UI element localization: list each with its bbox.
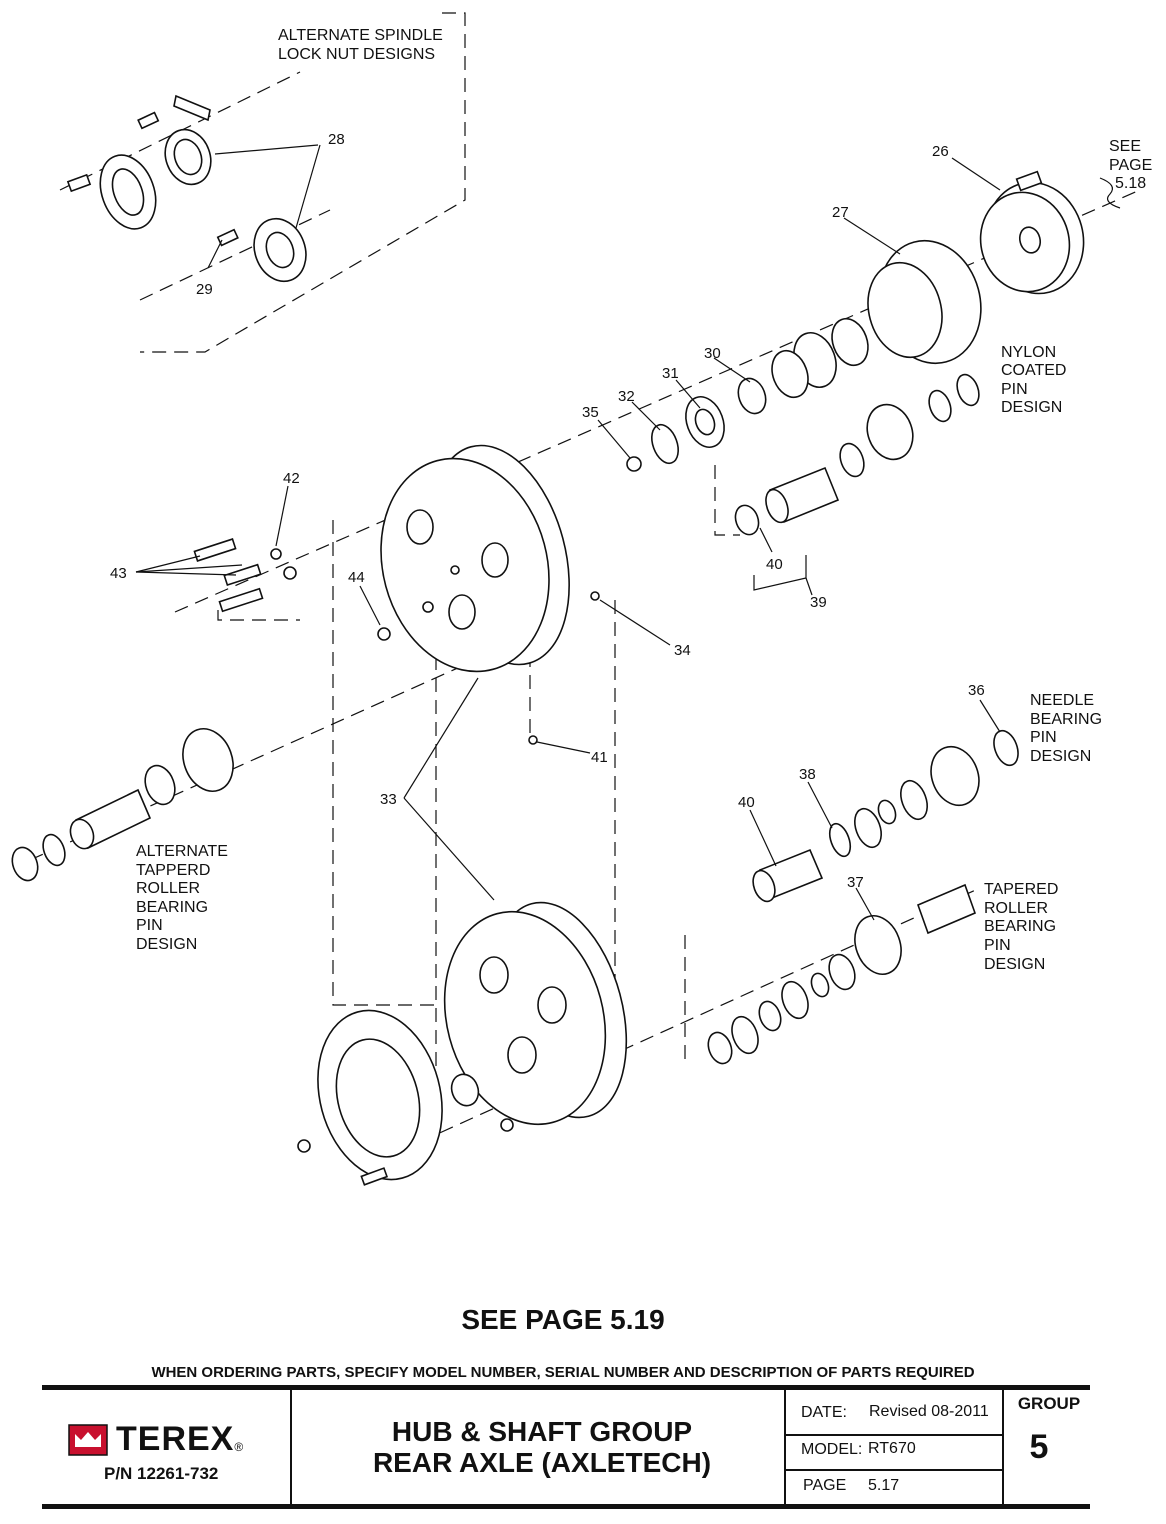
alt-spindle-parts (59, 71, 331, 301)
callout-29: 29 (196, 281, 213, 298)
note-see-page-2: PAGE (1109, 157, 1152, 174)
note-nylon-1: NYLON (1001, 344, 1056, 361)
part-27-ring-gear (867, 239, 982, 365)
part-number: P/N 12261-732 (104, 1464, 219, 1483)
divider (1002, 1390, 1004, 1504)
title-block-bottom-rule (42, 1504, 1090, 1509)
diagram-notes: ALTERNATE SPINDLE LOCK NUT DESIGNS SEE P… (136, 27, 1152, 973)
alt-tapered-pin-design (11, 728, 234, 882)
note-tapered-1: TAPERED (984, 881, 1058, 898)
note-see-page-3: 5.18 (1115, 175, 1146, 192)
note-tapered-4: PIN (984, 937, 1011, 954)
note-nylon-3: PIN (1001, 381, 1028, 398)
note-needle-2: BEARING (1030, 711, 1102, 728)
note-nylon-4: DESIGN (1001, 399, 1062, 416)
callout-44: 44 (348, 569, 365, 586)
model-label: MODEL: (801, 1441, 863, 1458)
part-31-gear (685, 396, 725, 448)
part-32-snap-ring (651, 423, 679, 465)
callout-40a: 40 (766, 556, 783, 573)
crown-logo-icon (68, 1423, 108, 1456)
callout-numbers: 26 27 28 29 30 31 32 35 42 43 44 40 39 3… (110, 131, 985, 891)
title-line-1: HUB & SHAFT GROUP (391, 1416, 693, 1447)
exploded-parts-diagram: 26 27 28 29 30 31 32 35 42 43 44 40 39 3… (11, 12, 1152, 1186)
ordering-note: WHEN ORDERING PARTS, SPECIFY MODEL NUMBE… (151, 1364, 975, 1381)
note-needle-4: DESIGN (1030, 748, 1091, 765)
callout-36: 36 (968, 682, 985, 699)
part-35-plug (626, 456, 642, 472)
page-label: PAGE (803, 1477, 847, 1494)
note-nylon-2: COATED (1001, 362, 1066, 379)
title-block-top-rule (42, 1385, 1090, 1390)
needle-pin-design (752, 729, 1019, 903)
callout-31: 31 (662, 365, 679, 382)
note-alt-tapered-5: PIN (136, 917, 163, 934)
page-value: 5.17 (868, 1477, 900, 1494)
note-tapered-3: BEARING (984, 918, 1056, 935)
note-alt-tapered-4: BEARING (136, 899, 208, 916)
callout-33: 33 (380, 791, 397, 808)
callout-42: 42 (283, 470, 300, 487)
callout-28: 28 (328, 131, 345, 148)
part-33-hub-upper (380, 444, 570, 673)
note-alt-tapered-1: ALTERNATE (136, 843, 228, 860)
part-44-nut (377, 601, 434, 641)
note-tapered-5: DESIGN (984, 956, 1045, 973)
note-alt-tapered-6: DESIGN (136, 936, 197, 953)
note-alt-spindle-1: ALTERNATE SPINDLE (278, 27, 443, 44)
callout-35: 35 (582, 404, 599, 421)
callout-30: 30 (704, 345, 721, 362)
brand-name: TEREX (116, 1420, 235, 1458)
callout-27: 27 (832, 204, 849, 221)
nylon-pin-design (734, 373, 980, 536)
date-label: DATE: (801, 1404, 847, 1421)
note-needle-3: PIN (1030, 729, 1057, 746)
callout-43: 43 (110, 565, 127, 582)
callout-32: 32 (618, 388, 635, 405)
part-41-plug (528, 735, 538, 745)
note-see-page-1: SEE (1109, 138, 1141, 155)
note-needle-1: NEEDLE (1030, 692, 1094, 709)
callout-34: 34 (674, 642, 691, 659)
page-title: HUB & SHAFT GROUP REAR AXLE (AXLETECH) (292, 1416, 792, 1478)
callout-38: 38 (799, 766, 816, 783)
callout-26: 26 (932, 143, 949, 160)
part-bearing-stack (737, 317, 869, 415)
note-tapered-2: ROLLER (984, 900, 1048, 917)
see-page-reference: SEE PAGE 5.19 (461, 1304, 665, 1335)
part-33-hub-lower (297, 901, 628, 1186)
note-alt-spindle-2: LOCK NUT DESIGNS (278, 46, 435, 63)
divider (784, 1469, 1002, 1471)
divider (784, 1390, 786, 1504)
model-value: RT670 (868, 1440, 916, 1457)
part-34-fitting (590, 591, 600, 601)
registered-mark: ® (234, 1439, 244, 1454)
divider (290, 1390, 292, 1504)
callout-39: 39 (810, 594, 827, 611)
tapered-pin-design (707, 883, 977, 1065)
part-26-carrier (979, 170, 1085, 295)
part-43-studs (193, 538, 297, 613)
title-line-2: REAR AXLE (AXLETECH) (372, 1447, 712, 1478)
group-value: 5 (1029, 1428, 1049, 1466)
note-alt-tapered-2: TAPPERD (136, 862, 210, 879)
leader-lines (135, 144, 1121, 921)
note-alt-tapered-3: ROLLER (136, 880, 200, 897)
callout-41: 41 (591, 749, 608, 766)
date-value: Revised 08-2011 (869, 1403, 989, 1420)
alt-spindle-boundary (140, 12, 466, 353)
divider (784, 1434, 1002, 1436)
callout-37: 37 (847, 874, 864, 891)
group-label: GROUP (1017, 1394, 1081, 1413)
terex-logo: TEREX ® (68, 1420, 243, 1459)
callout-40b: 40 (738, 794, 755, 811)
